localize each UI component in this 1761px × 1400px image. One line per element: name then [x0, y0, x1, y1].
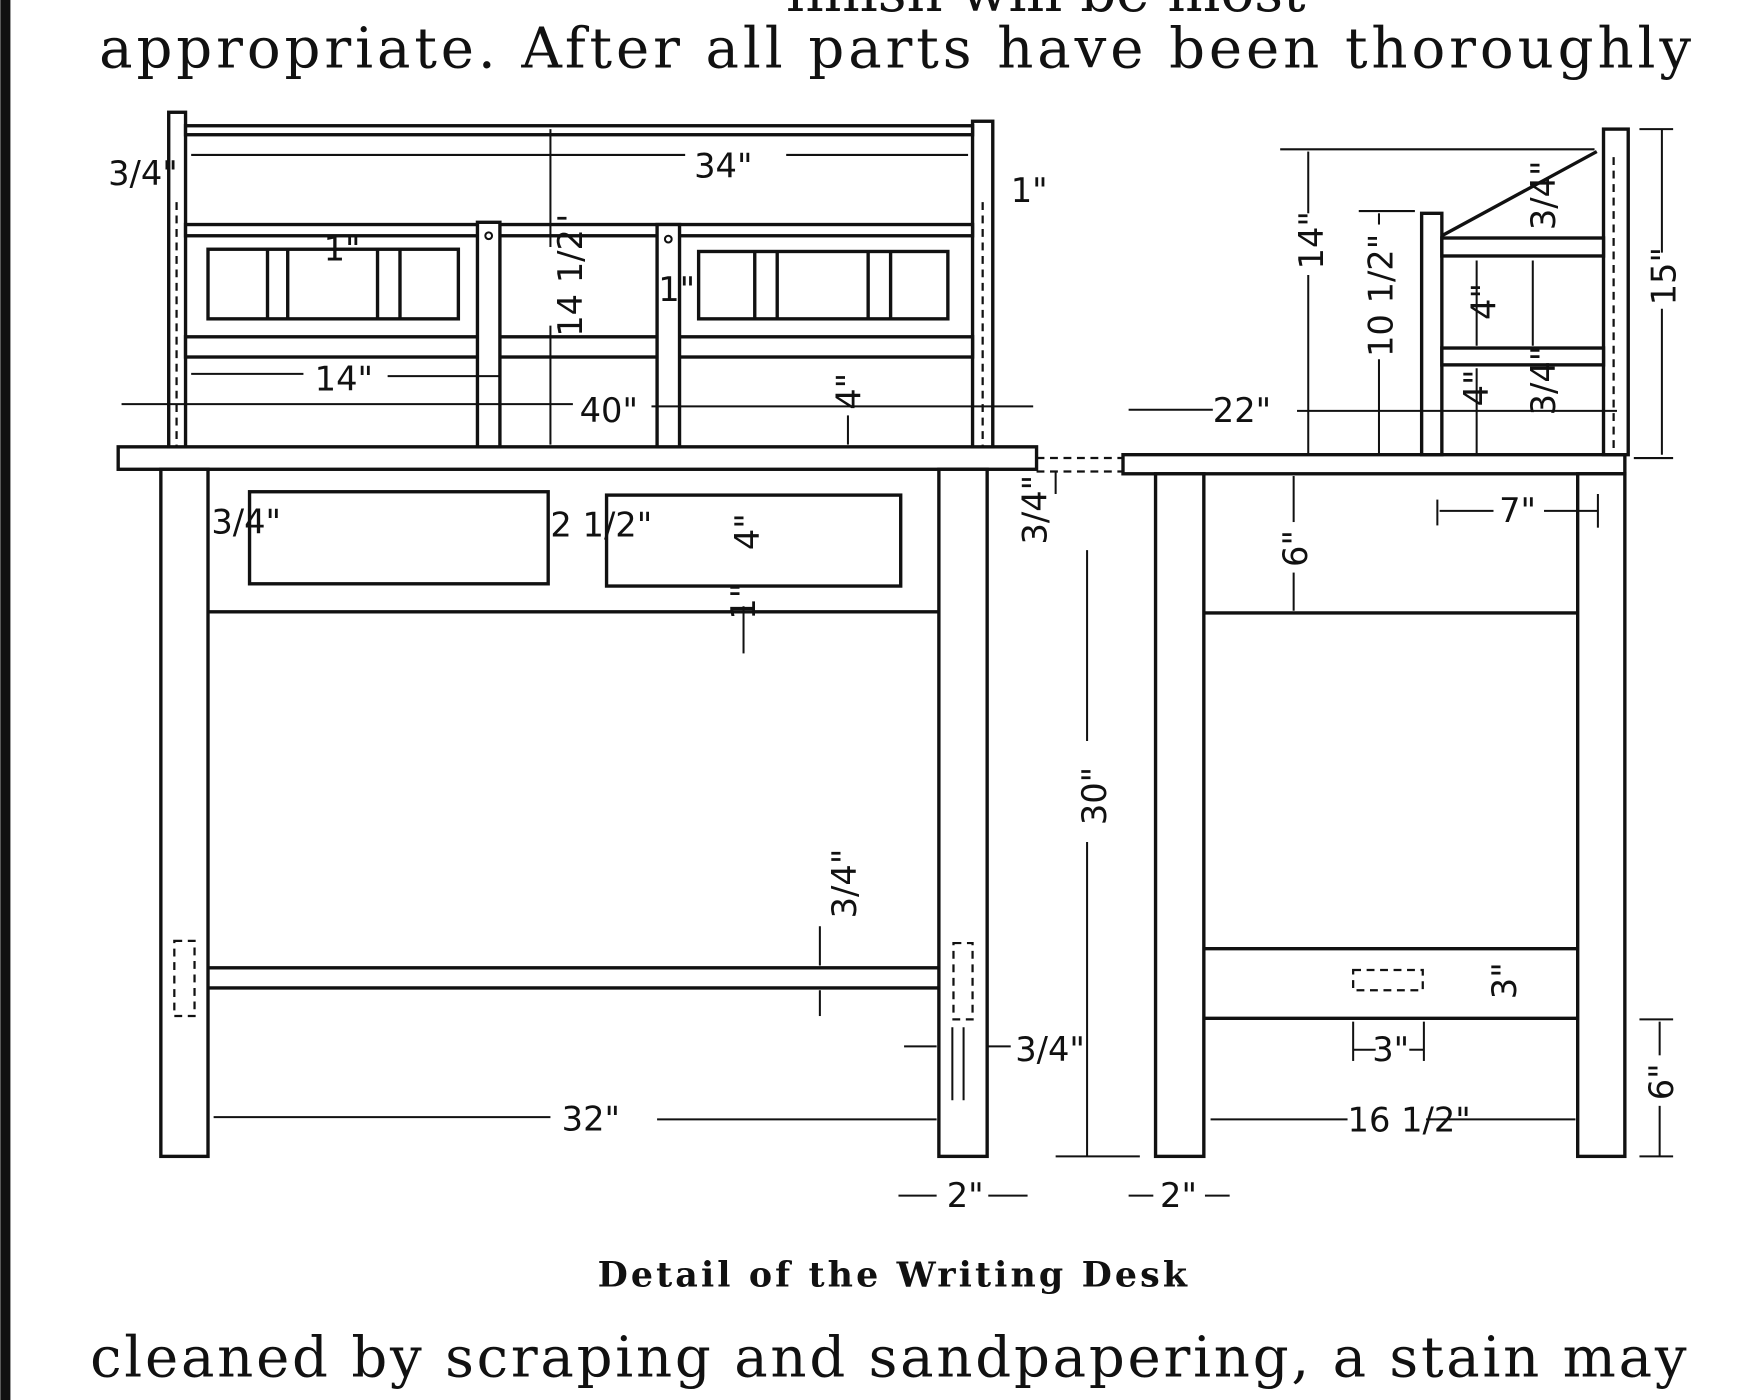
- dim-label: 2": [1160, 1176, 1197, 1215]
- pigeonhole-left: [206, 247, 461, 321]
- body-text-bottom: cleaned by scraping and sandpapering, a …: [90, 1325, 1687, 1390]
- side-back-post: [1601, 127, 1630, 457]
- dim-label: 3/4": [1524, 346, 1563, 416]
- side-shelf-upper: [1440, 236, 1606, 258]
- drawer-left: [247, 490, 550, 586]
- dim-label: 10 1/2": [1361, 234, 1400, 357]
- dim-label: 16 1/2": [1348, 1101, 1471, 1140]
- tenon-right: [952, 941, 974, 1021]
- side-front-leg: [1153, 472, 1206, 1159]
- lower-rail: [183, 335, 975, 359]
- middle-post-right: [655, 222, 682, 449]
- top-rail: [183, 124, 975, 137]
- dim-label: 3/4": [1015, 1030, 1085, 1069]
- pigeonhole-right: [696, 249, 950, 321]
- dim-label: 15": [1644, 247, 1683, 305]
- dim-label: 14": [315, 360, 373, 399]
- front-view-dimensions: 3/4" 34" 1" 1" 14 1/2" 1" 14" 40" 4" 3/4…: [108, 146, 1114, 1215]
- dim-label: 3": [1485, 962, 1524, 999]
- dim-label: 4": [728, 513, 767, 550]
- dim-label: 32": [562, 1100, 620, 1139]
- dim-label: 3/4": [1524, 160, 1563, 230]
- middle-post-left: [475, 220, 502, 449]
- dim-label: 14": [1292, 211, 1331, 269]
- dim-label: 1": [724, 583, 763, 620]
- dim-label: 3": [1372, 1030, 1409, 1069]
- figure-caption: Detail of the Writing Desk: [598, 1255, 1188, 1296]
- front-left-leg: [159, 467, 210, 1159]
- dim-label: 1": [1011, 171, 1048, 210]
- dim-label: 4": [1465, 283, 1504, 320]
- dim-label: 34": [694, 146, 752, 185]
- tenon-left: [173, 939, 196, 1018]
- drawer-right: [604, 493, 903, 588]
- dim-label: 4": [1457, 369, 1496, 406]
- dim-label: 2 1/2": [550, 506, 652, 545]
- side-desktop: [1121, 453, 1627, 476]
- side-front-post: [1419, 211, 1444, 457]
- front-view-drawing: [116, 110, 1140, 1197]
- dim-label: 4": [829, 373, 868, 410]
- side-shelf-lower: [1440, 346, 1606, 367]
- dim-label: 6": [1642, 1063, 1681, 1100]
- dim-label: 1": [658, 270, 695, 309]
- dim-label: 3/4": [1016, 475, 1055, 545]
- dowel-hole: [663, 234, 673, 244]
- body-text-top: appropriate. After all parts have been t…: [99, 16, 1691, 81]
- dim-label: 40": [580, 391, 638, 430]
- side-back-leg: [1576, 472, 1627, 1159]
- side-view-dimensions: 22" 14" 10 1/2" 3/4" 4" 4" 3/4" 15" 7" 6…: [1160, 160, 1683, 1214]
- side-tenon: [1352, 968, 1424, 992]
- dim-label: 7": [1499, 491, 1536, 530]
- upper-rail: [183, 222, 975, 238]
- side-view-drawing: [1036, 127, 1674, 1197]
- dim-label: 1": [324, 229, 361, 268]
- side-dimension-lines: [1128, 128, 1674, 1197]
- dim-label: 3/4": [108, 154, 178, 193]
- dim-label: 6": [1276, 530, 1315, 567]
- dim-label: 22": [1213, 391, 1271, 430]
- side-top-diagonal: [1441, 150, 1598, 238]
- dim-label: 30": [1075, 767, 1114, 825]
- body-text-top-partial: finish will be most: [786, 0, 1306, 25]
- dim-label: 2": [947, 1176, 984, 1215]
- dowel-hole: [484, 231, 494, 241]
- front-dimension-lines: [121, 129, 1140, 1197]
- page-edge-shadow: [0, 0, 11, 1400]
- dim-label: 3/4": [211, 502, 281, 541]
- dim-label: 3/4": [825, 849, 864, 919]
- dim-label: 14 1/2": [551, 214, 590, 337]
- front-desktop: [116, 445, 1039, 471]
